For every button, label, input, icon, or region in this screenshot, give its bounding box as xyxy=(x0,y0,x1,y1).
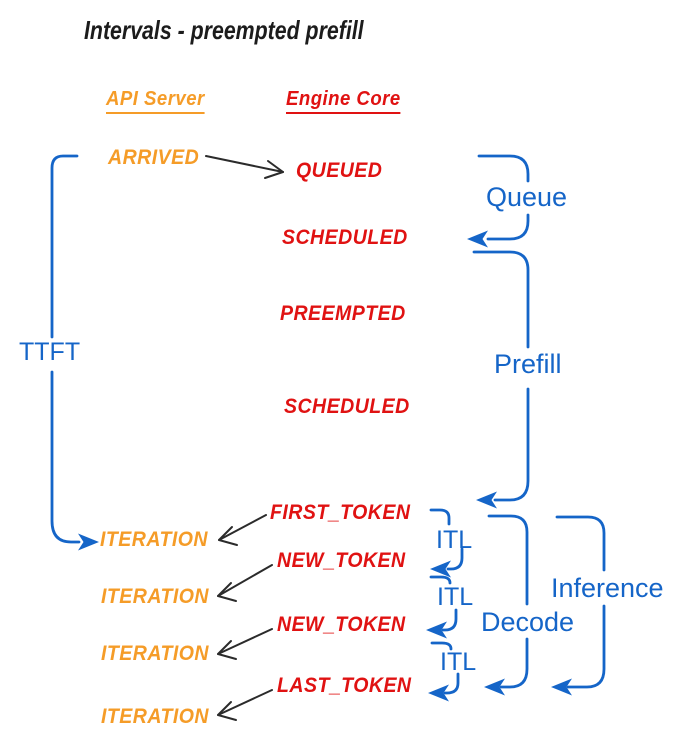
event-iteration-1: ITERATION xyxy=(100,528,208,551)
new-token-1-iteration-arrowhead-icon xyxy=(217,582,237,602)
arrow-arrived-to-queued xyxy=(205,155,284,179)
itl2-hook-segment xyxy=(441,608,458,632)
arrived-queued-line xyxy=(205,155,284,173)
event-preempted: PREEMPTED xyxy=(280,302,406,325)
inference-arrowhead-left-icon xyxy=(551,678,572,696)
arrow-new-token-2-to-iteration xyxy=(217,628,273,660)
new-token-2-iteration-line xyxy=(217,628,273,655)
arrow-first-token-to-iteration xyxy=(218,514,267,546)
new-token-2-iteration-arrowhead-icon xyxy=(217,640,237,660)
prefill-bracket-top-segment xyxy=(472,250,530,349)
itl3-top-segment xyxy=(430,641,453,651)
page-title: Intervals - preempted prefill xyxy=(84,15,364,45)
prefill-bracket xyxy=(472,250,530,509)
prefill-bracket-bottom-segment xyxy=(493,387,530,502)
queue-bracket xyxy=(467,154,530,248)
event-scheduled-2: SCHEDULED xyxy=(284,395,410,418)
itl1-arrowhead-left-icon xyxy=(430,560,451,578)
interval-label-itl-2: ITL xyxy=(437,583,474,611)
event-new-token-2: NEW_TOKEN xyxy=(277,613,406,636)
interval-label-itl-3: ITL xyxy=(440,648,477,676)
event-scheduled-1: SCHEDULED xyxy=(282,226,408,249)
queue-arrowhead-left-icon xyxy=(467,230,488,248)
ttft-arrowhead-right-icon xyxy=(78,533,99,551)
column-header-api-server: API Server xyxy=(106,88,205,114)
inference-bracket xyxy=(551,515,606,696)
itl-bracket-1 xyxy=(429,508,464,578)
last-token-iteration-line xyxy=(217,689,273,716)
interval-label-inference: Inference xyxy=(551,573,664,603)
inference-bracket-bottom-segment xyxy=(566,604,606,689)
decode-arrowhead-left-icon xyxy=(484,678,505,696)
inference-bracket-top-segment xyxy=(555,515,606,572)
interval-label-prefill: Prefill xyxy=(494,349,562,379)
event-queued: QUEUED xyxy=(296,159,383,182)
itl2-arrowhead-left-icon xyxy=(426,621,447,639)
new-token-1-iteration-line xyxy=(217,564,273,597)
ttft-bracket-bottom-segment xyxy=(50,370,81,544)
event-iteration-3: ITERATION xyxy=(101,642,209,665)
event-iteration-4: ITERATION xyxy=(101,705,209,728)
event-arrived: ARRIVED xyxy=(108,146,200,169)
interval-label-decode: Decode xyxy=(481,607,575,637)
itl-bracket-3 xyxy=(428,641,460,702)
itl2-top-segment xyxy=(429,575,452,585)
queue-bracket-top-segment xyxy=(477,154,530,183)
arrow-last-token-to-iteration xyxy=(217,689,273,721)
ttft-bracket xyxy=(50,154,99,551)
decode-bracket-top-segment xyxy=(487,514,529,606)
itl1-top-segment xyxy=(429,508,451,526)
arrow-new-token-1-to-iteration xyxy=(217,564,273,602)
event-last-token: LAST_TOKEN xyxy=(277,674,412,697)
prefill-arrowhead-left-icon xyxy=(476,491,497,509)
itl3-hook-segment xyxy=(443,672,460,695)
interval-label-itl-1: ITL xyxy=(436,526,473,554)
itl-bracket-2 xyxy=(426,575,458,639)
itl3-arrowhead-left-icon xyxy=(428,684,449,702)
last-token-iteration-arrowhead-icon xyxy=(217,701,237,721)
ttft-bracket-top-segment xyxy=(50,154,79,339)
interval-label-ttft: TTFT xyxy=(19,338,81,366)
queue-bracket-bottom-segment xyxy=(486,213,530,241)
decode-bracket-bottom-segment xyxy=(499,637,529,689)
itl1-hook-segment xyxy=(446,547,464,571)
event-new-token-1: NEW_TOKEN xyxy=(277,549,406,572)
column-header-engine-core: Engine Core xyxy=(286,88,401,114)
interval-label-queue: Queue xyxy=(486,182,568,212)
arrived-queued-arrowhead-icon xyxy=(264,160,284,179)
first-token-iteration-arrowhead-icon xyxy=(218,526,238,546)
first-token-iteration-line xyxy=(218,514,267,541)
event-iteration-2: ITERATION xyxy=(101,585,209,608)
event-first-token: FIRST_TOKEN xyxy=(270,501,411,524)
decode-bracket xyxy=(484,514,529,696)
